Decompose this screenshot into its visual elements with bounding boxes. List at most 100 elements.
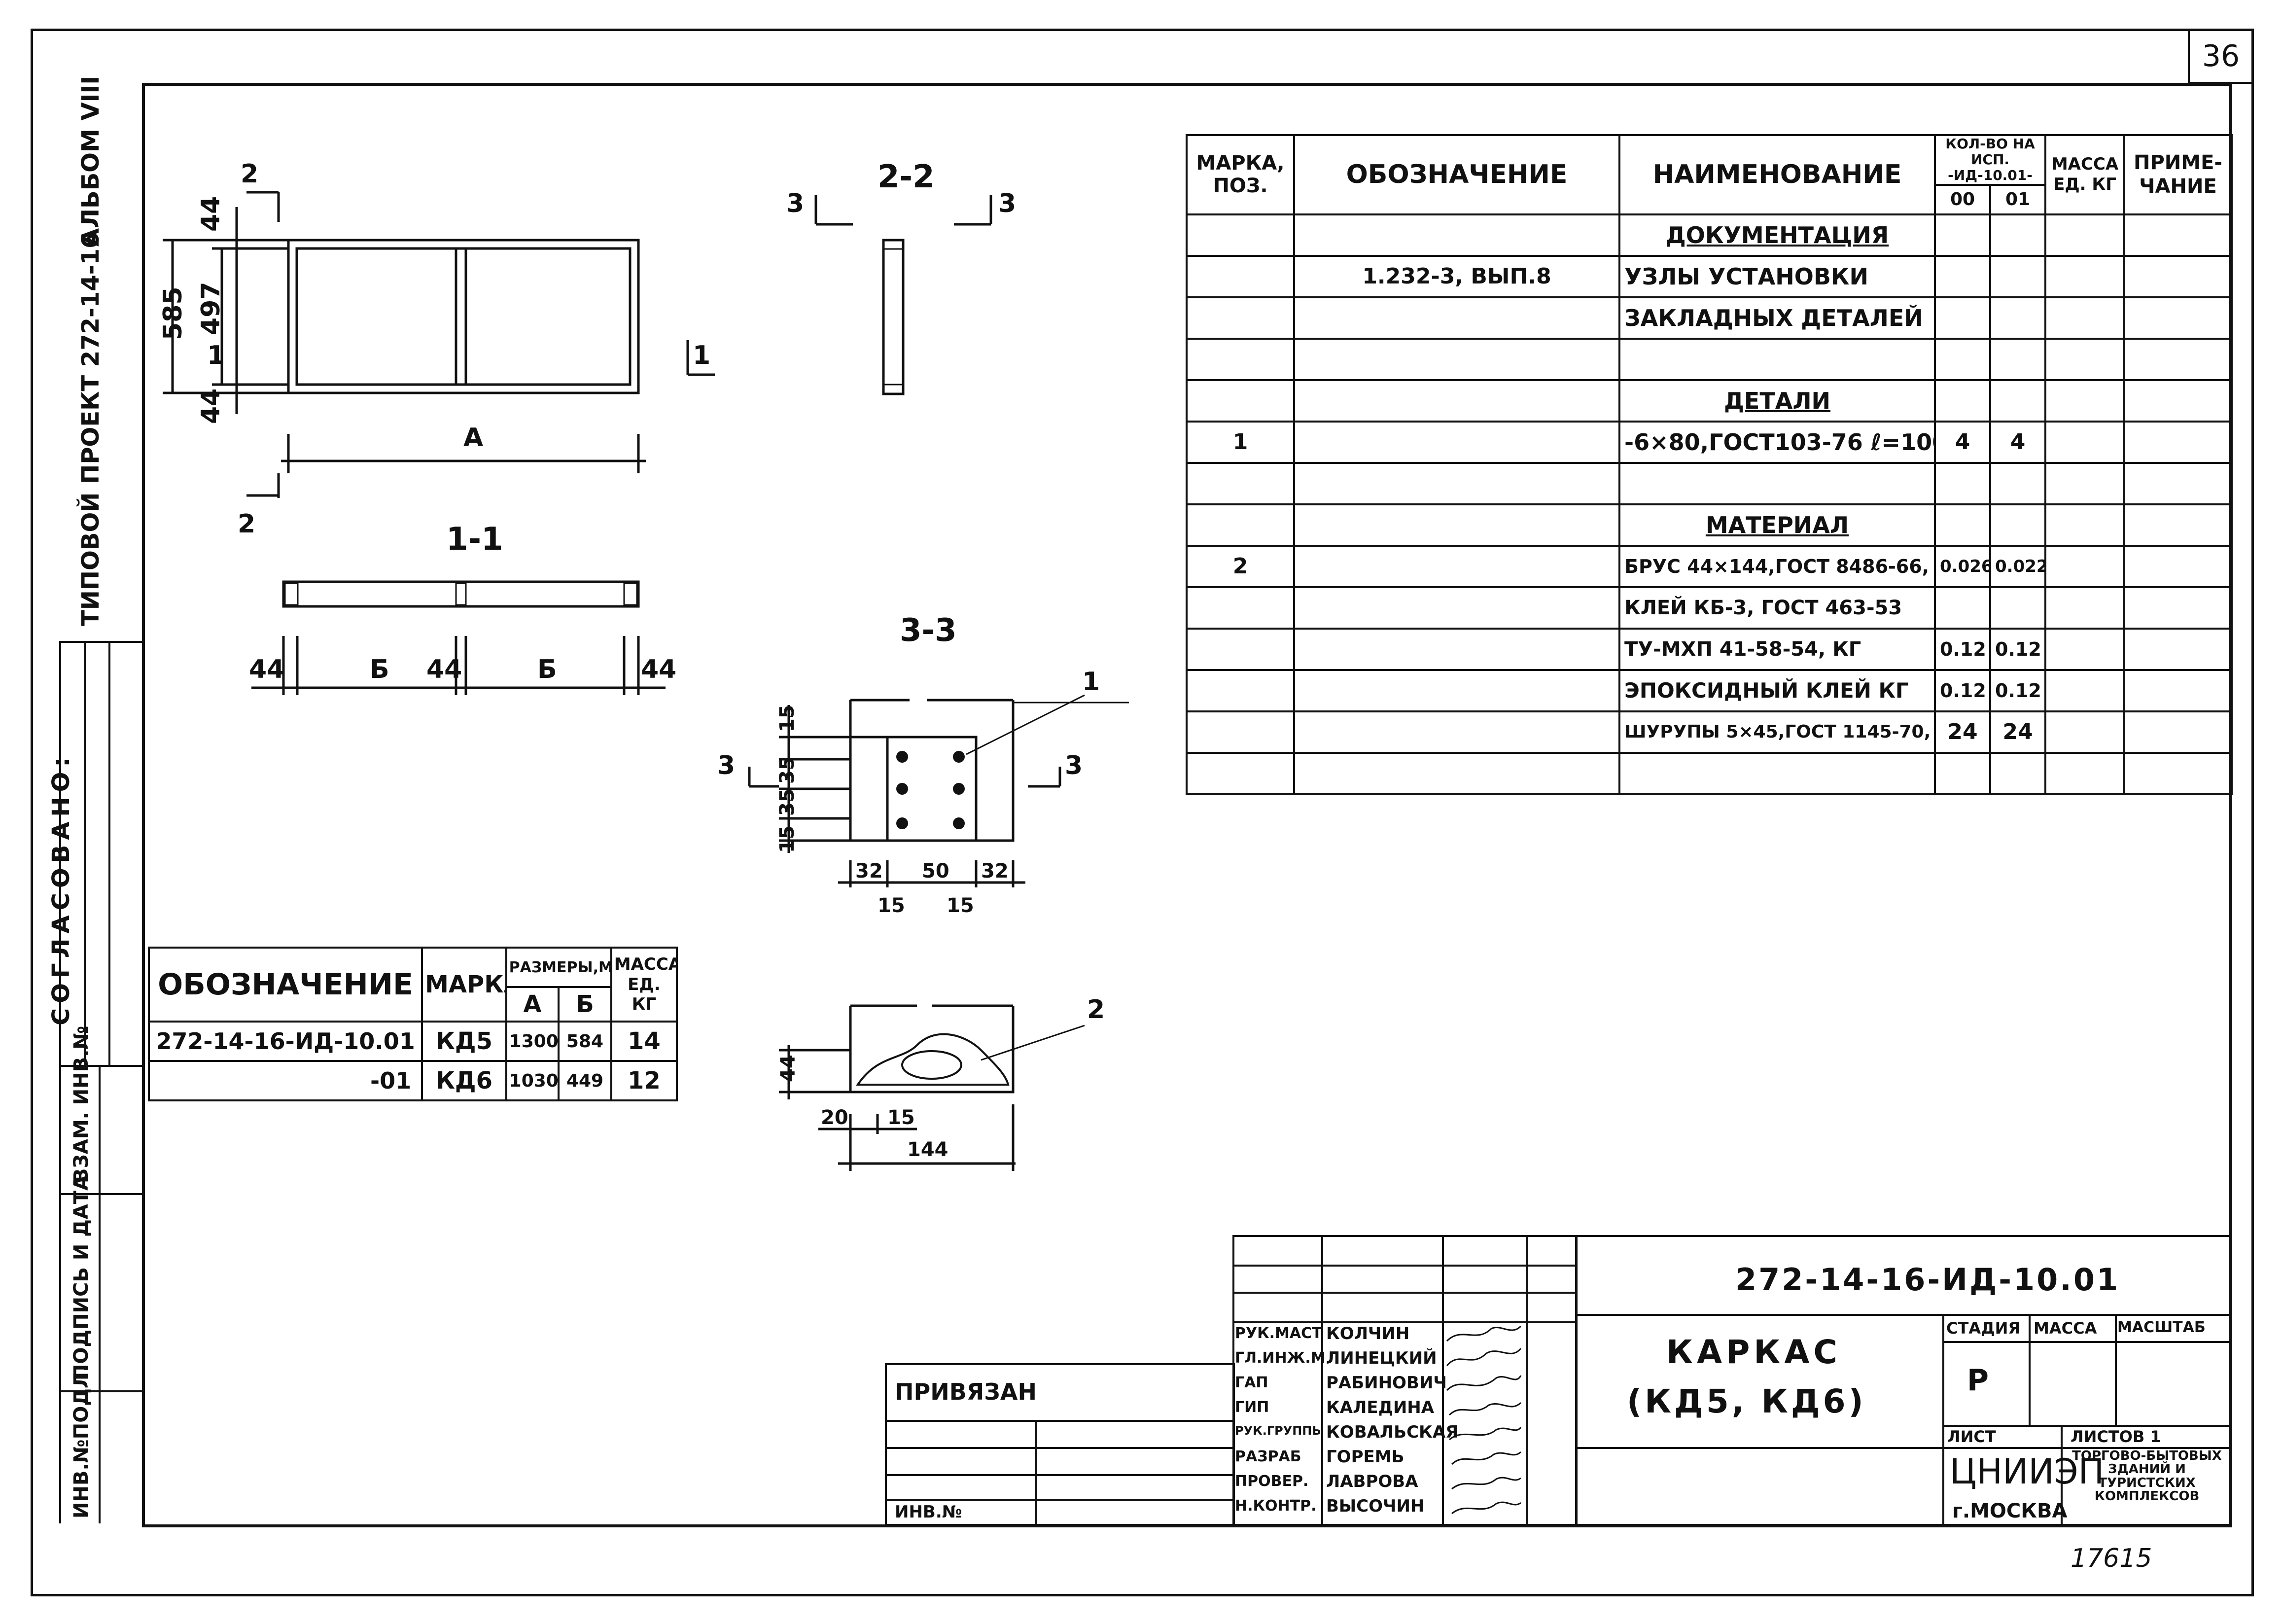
role-name: ГОРЕМЬ [1326,1447,1404,1467]
drawing-subtitle: (КД5, КД6) [1627,1382,1866,1420]
bom-row [1186,751,2233,795]
org-description: ТОРГОВО-БЫТОВЫХ ЗДАНИЙ И ТУРИСТСКИХ КОМП… [2072,1448,2222,1504]
sec33-vdim-0: 15 [776,705,799,732]
sec11-dim-3: Б [537,655,557,684]
drawing-frame [142,83,2232,1527]
document-code: 272-14-16-ИД-10.01 [1735,1262,2120,1298]
footer-number: 17615 [2071,1544,2152,1573]
sizes-header-dims: РАЗМЕРЫ,ММ [505,947,612,988]
bom-body: ДОКУМЕНТАЦИЯ 1.232-3, ВЫП.8 УЗЛЫ УСТАНОВ… [1186,213,2233,795]
bom-header-desig: ОБОЗНАЧЕНИЕ [1293,134,1620,215]
role-label: ГИП [1235,1399,1269,1416]
bound-label: ПРИВЯЗАН [895,1378,1037,1405]
role-name: ВЫСОЧИН [1326,1496,1425,1516]
sec33-callout-1: 1 [1082,667,1100,697]
sec33-hdim-2: 32 [981,860,1009,883]
section-2-2-view [814,195,992,395]
sec11-dim-1: Б [370,655,389,684]
sec33-hdim2-1: 15 [947,894,974,917]
sec22-mark-left: 3 [786,189,804,218]
cut-mark-1-left: 1 [207,341,225,370]
org-city: г.МОСКВА [1952,1500,2068,1522]
bom-header-mass: МАССА ЕД. КГ [2044,134,2126,215]
sec33-vdim-3: 15 [776,825,799,853]
dim-497: 497 [196,282,226,335]
bom-row: КЛЕЙ КБ-3, ГОСТ 463-53 [1186,586,2233,630]
signature-scribbles [1446,1325,1522,1515]
cut-mark-2-top: 2 [241,159,258,189]
role-label: РУК.ГРУППЫ [1235,1424,1325,1438]
dim-A: А [463,423,483,453]
role-name: КОВАЛЬСКАЯ [1326,1422,1459,1442]
sec33-mark-right: 3 [1065,751,1083,780]
bom-row [1186,461,2233,505]
role-name: КОЛЧИН [1326,1324,1410,1343]
sizes-header-a: А [505,986,560,1023]
org-name: ЦНИИЭП [1950,1451,2105,1492]
sheet-label: ЛИСТ [1947,1427,1996,1446]
role-name: ЛИНЕЦКИЙ [1326,1348,1437,1368]
sec11-dim-2: 44 [426,655,462,684]
glue-callout-2: 2 [1087,995,1105,1024]
section-1-1-view [251,580,666,695]
glue-dim-44: 44 [777,1055,800,1082]
sheet-number-box: 36 [2188,29,2254,84]
glue-dim-15: 15 [887,1106,915,1129]
dim-44-top: 44 [196,196,226,232]
sizes-header-desig: ОБОЗНАЧЕНИЕ [147,947,423,1023]
bom-section-docs: ДОКУМЕНТАЦИЯ [1618,213,1936,257]
bom-table: МАРКА, ПОЗ. ОБОЗНАЧЕНИЕ НАИМЕНОВАНИЕ КОЛ… [1186,134,2233,795]
sizes-row: -01 КД6 1030 449 12 [147,1060,678,1101]
sec33-hdim-0: 32 [855,860,883,883]
glue-dim-20: 20 [821,1106,848,1129]
section-3-3-title: 3-3 [900,612,957,649]
role-label: ГАП [1235,1374,1268,1391]
role-name: ЛАВРОВА [1326,1472,1418,1491]
sizes-header-b: Б [558,986,612,1023]
bom-row: ДОКУМЕНТАЦИЯ [1186,213,2233,257]
bom-header-qty: КОЛ-ВО НА ИСП. -ИД-10.01- [1933,134,2047,186]
sec11-dim-4: 44 [641,655,676,684]
bom-row: ДЕТАЛИ [1186,379,2233,423]
scale-header: МАСШТАБ [2117,1319,2206,1336]
section-3-3-view [748,694,1129,887]
sec33-mark-left: 3 [717,751,735,780]
dim-44-bot: 44 [196,388,226,424]
bom-section-details: ДЕТАЛИ [1618,379,1936,423]
section-1-1-title: 1-1 [446,521,503,558]
role-label: Н.КОНТР. [1235,1497,1317,1515]
sec33-hdim-1: 50 [922,860,949,883]
bom-row: ЗАКЛАДНЫХ ДЕТАЛЕЙ [1186,296,2233,340]
sec22-mark-right: 3 [998,189,1016,218]
bom-header-mark: МАРКА, ПОЗ. [1186,134,1295,215]
cut-mark-2-bot: 2 [238,509,255,539]
role-name: КАЛЕДИНА [1326,1398,1435,1417]
dim-585: 585 [158,286,188,340]
bolt-markers [896,751,965,829]
bom-row [1186,337,2233,381]
sec33-vdim-2: 35 [776,788,799,816]
role-name: РАБИНОВИЧ [1326,1373,1447,1393]
cut-mark-1-right: 1 [693,341,710,370]
bom-row: МАТЕРИАЛ [1186,503,2233,547]
sheet-number: 36 [2202,39,2240,73]
bom-row: 1.232-3, ВЫП.8 УЗЛЫ УСТАНОВКИ [1186,254,2233,298]
sizes-header-mark: МАРКА [421,947,507,1023]
sheet-border [31,29,2254,1596]
sec33-vdim-1: 35 [776,756,799,784]
bom-header-q01: 01 [1989,183,2047,215]
inv-label: ИНВ.№ [895,1502,962,1522]
bom-section-material: МАТЕРИАЛ [1618,503,1936,547]
bom-header-q00: 00 [1934,183,1991,215]
main-stamp [1575,1235,2232,1526]
frame-plan-view [163,191,715,498]
section-2-2-title: 2-2 [878,159,935,195]
sizes-header-mass: МАССА ЕД. КГ [610,947,678,1023]
role-label: ГЛ.ИНЖ.М [1235,1349,1326,1367]
bom-header-note: ПРИМЕ- ЧАНИЕ [2123,134,2233,215]
glue-dim-144: 144 [907,1138,948,1161]
glue-detail-view [779,1004,1085,1171]
